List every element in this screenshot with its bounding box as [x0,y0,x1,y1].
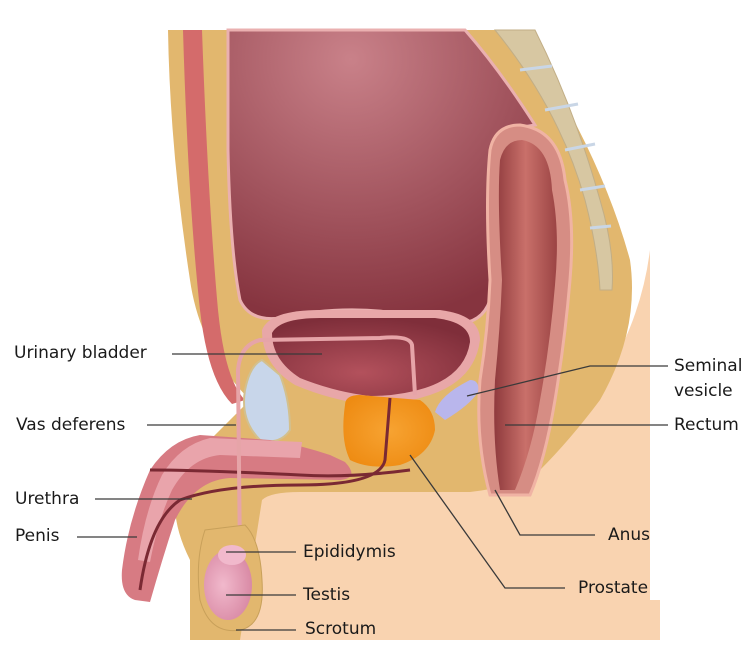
seminal-vesicle [435,380,479,420]
label-rectum: Rectum [674,415,739,435]
label-testis: Testis [303,585,351,605]
label-penis: Penis [15,526,60,546]
skin-layer [190,250,660,640]
label-urinary-bladder: Urinary bladder [14,343,147,363]
label-urethra: Urethra [15,489,80,509]
testis [204,550,252,620]
epididymis [218,545,246,565]
label-seminal-vesicle-line2: vesicle [674,381,733,401]
rectum [477,123,574,497]
label-prostate: Prostate [578,578,649,598]
label-vas-deferens: Vas deferens [16,415,126,435]
prostate [343,395,435,467]
scrotum [197,524,263,632]
label-epididymis: Epididymis [303,542,396,562]
vas-deferens [235,335,417,561]
rectus-muscle [183,30,245,404]
label-seminal-vesicle-line1: Seminal [674,356,743,376]
urethra [138,397,392,591]
label-scrotum: Scrotum [305,619,377,639]
leader-lines [77,353,668,631]
label-anus: Anus [608,525,651,545]
sacrum [493,29,613,291]
